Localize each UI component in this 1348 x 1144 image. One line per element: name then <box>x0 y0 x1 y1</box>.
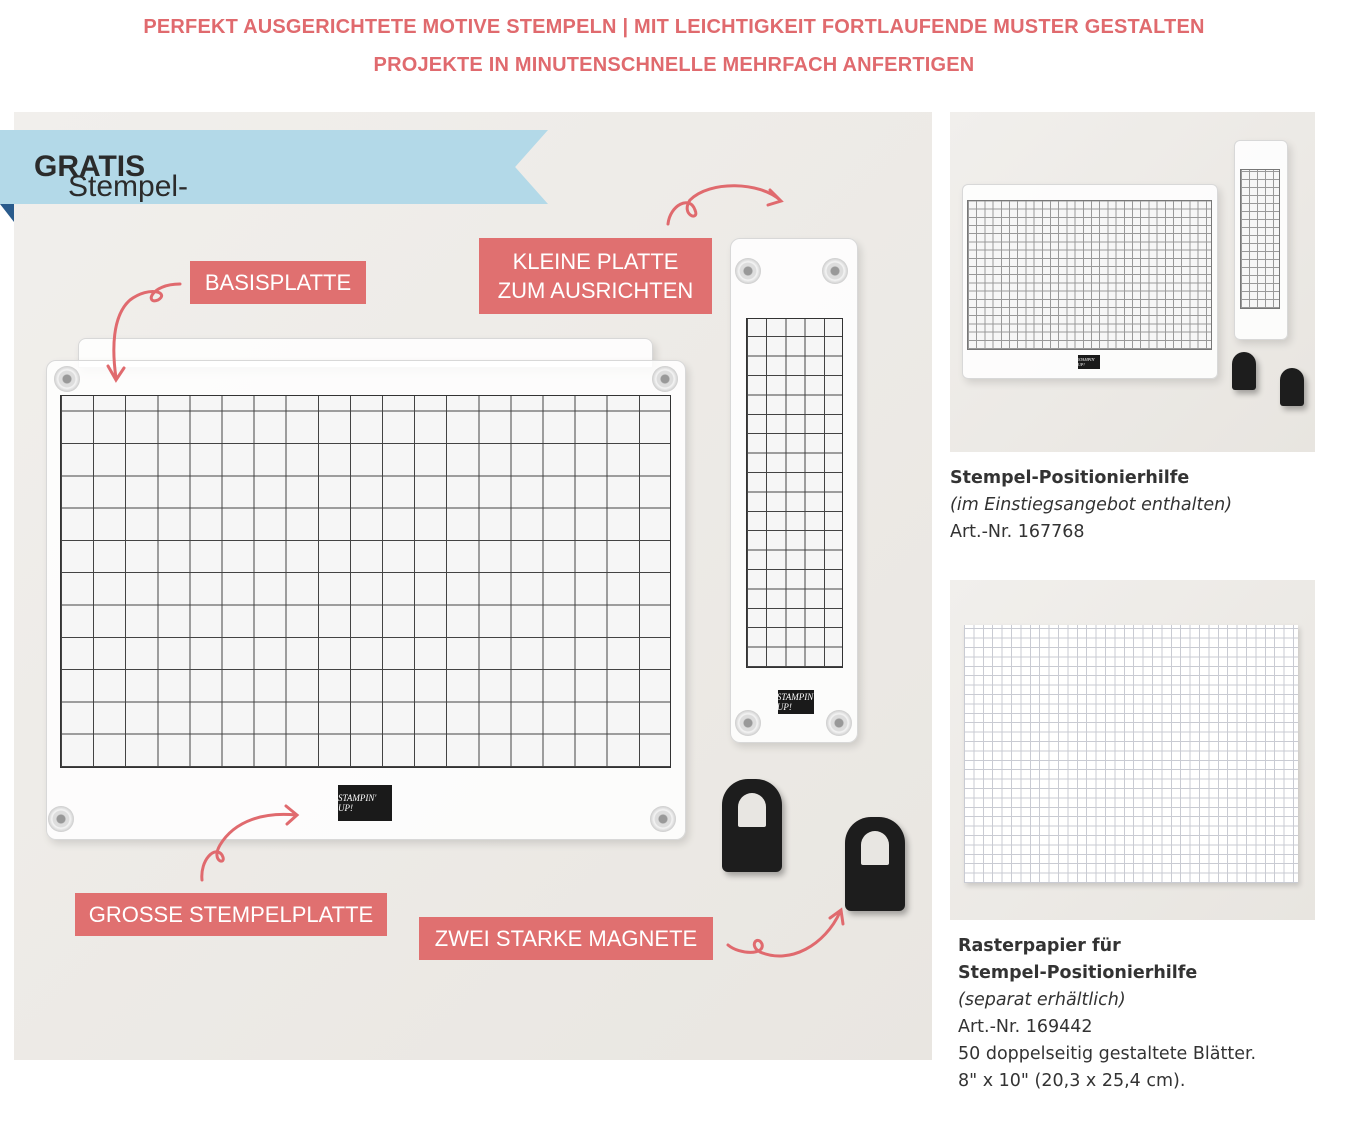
label-grosse-stempelplatte: GROSSE STEMPELPLATTE <box>75 893 387 936</box>
magnet <box>845 817 905 911</box>
screw-icon <box>48 806 74 832</box>
article-number: Art.-Nr. 167768 <box>950 522 1085 542</box>
label-line: ZUM AUSRICHTEN <box>497 278 694 303</box>
product-size: 8" x 10" (20,3 x 25,4 cm). <box>958 1071 1186 1091</box>
screw-icon <box>54 366 80 392</box>
label-kleine-platte: KLEINE PLATTE ZUM AUSRICHTEN <box>479 238 712 314</box>
headline-1: PERFEKT AUSGERICHTETE MOTIVE STEMPELN | … <box>143 16 1205 38</box>
product-note: (separat erhältlich) <box>958 990 1126 1010</box>
banner-bold: GRATIS <box>34 150 146 183</box>
label-line: KLEINE PLATTE <box>512 249 679 274</box>
magnet <box>722 779 782 872</box>
mini-small-grid <box>1240 169 1280 309</box>
product-photo-positionierhilfe: STAMPIN' UP! <box>950 112 1315 452</box>
mini-grid <box>967 200 1212 350</box>
banner-text: Stempel-Positionierhilfe <box>68 170 189 203</box>
product-photo-rasterpapier <box>950 580 1315 920</box>
product-note: (im Einstiegsangebot enthalten) <box>950 495 1233 515</box>
magnet <box>1280 368 1304 406</box>
screw-icon <box>650 806 676 832</box>
article-number: Art.-Nr. 169442 <box>958 1017 1093 1037</box>
product-info-rasterpapier: Rasterpapier für Stempel-Positionierhilf… <box>958 933 1256 1095</box>
title-banner: Stempel-Positionierhilfe GRATIS <box>0 130 548 204</box>
magnet <box>1232 352 1256 390</box>
headline-2: PROJEKTE IN MINUTENSCHNELLE MEHRFACH ANF… <box>373 54 975 76</box>
arrow-icon <box>200 804 300 882</box>
product-description: 50 doppelseitig gestaltete Blätter. <box>958 1044 1257 1064</box>
small-grid <box>746 318 843 668</box>
screw-icon <box>652 366 678 392</box>
screw-icon <box>826 710 852 736</box>
stampin-up-logo: STAMPIN' UP! <box>776 690 816 714</box>
stamp-grid <box>60 395 671 768</box>
arrow-icon <box>106 282 182 383</box>
arrow-icon <box>666 184 784 226</box>
screw-icon <box>735 710 761 736</box>
grid-paper <box>964 625 1298 883</box>
label-magnete: ZWEI STARKE MAGNETE <box>419 917 713 960</box>
product-name: Rasterpapier für <box>958 936 1121 956</box>
stampin-up-logo: STAMPIN' UP! <box>1078 355 1100 369</box>
label-basisplatte: BASISPLATTE <box>190 261 366 304</box>
product-name: Stempel-Positionierhilfe <box>950 468 1190 488</box>
arrow-icon <box>726 907 845 958</box>
stampin-up-logo: STAMPIN' UP! <box>338 785 392 821</box>
banner-fold <box>0 204 14 222</box>
product-name: Stempel-Positionierhilfe <box>958 963 1198 983</box>
product-info-positionierhilfe: Stempel-Positionierhilfe (im Einstiegsan… <box>950 465 1232 546</box>
screw-icon <box>735 258 761 284</box>
screw-icon <box>822 258 848 284</box>
